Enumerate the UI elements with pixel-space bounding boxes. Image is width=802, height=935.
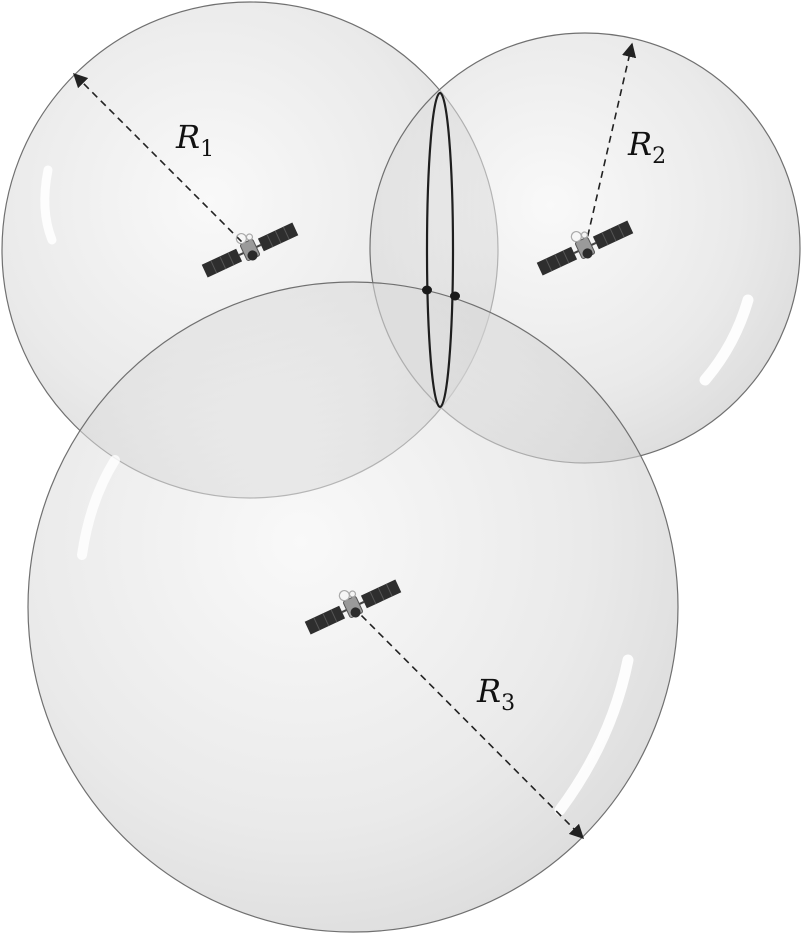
radius-line-1 [72,72,251,251]
radius-label-1: R1 [175,118,214,162]
intersection-ring [425,91,455,409]
radius-label-2: R2 [627,125,666,169]
intersection-point-icon [422,285,460,301]
radius-line-3 [352,606,585,840]
radius-line-2 [584,42,637,249]
radius-label-3: R3 [476,672,515,716]
